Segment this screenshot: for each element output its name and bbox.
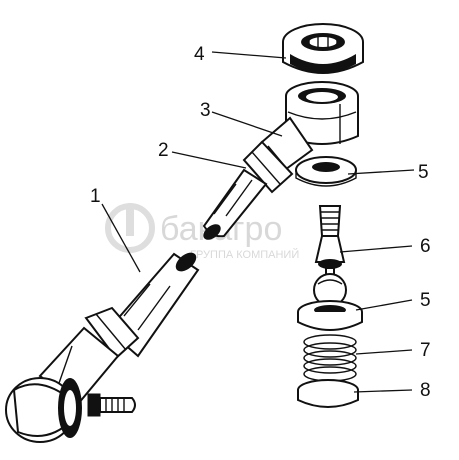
callout-3: 3 [200, 100, 211, 121]
callout-6: 6 [420, 236, 431, 257]
part-plug [297, 379, 359, 408]
part-end-cap [5, 377, 136, 443]
callout-5-upper: 5 [418, 162, 429, 183]
leader-6 [339, 245, 413, 253]
leader-lines [101, 51, 415, 393]
leader-8 [353, 389, 413, 393]
part-spring [303, 334, 357, 382]
callout-4: 4 [194, 44, 205, 65]
part-upper-tube [202, 140, 294, 240]
leader-5a [347, 169, 415, 175]
watermark: бакагро ГРУППА КОМПАНИЙ [105, 203, 299, 261]
threaded-stud [99, 397, 136, 413]
leader-3 [211, 111, 283, 137]
leader-5b [355, 299, 413, 311]
leader-4 [211, 51, 287, 59]
part-ball-pin [313, 205, 347, 307]
callout-2: 2 [158, 140, 169, 161]
callout-labels: 4 3 2 5 1 6 5 7 8 [90, 44, 431, 401]
part-washer-upper [295, 156, 357, 187]
callout-1: 1 [90, 186, 101, 207]
callout-7: 7 [420, 340, 431, 361]
leader-2 [171, 151, 247, 169]
part-lower-tube [38, 252, 200, 406]
watermark-tagline: ГРУППА КОМПАНИЙ [190, 248, 299, 261]
callout-5-lower: 5 [420, 290, 431, 311]
leader-7 [355, 349, 413, 355]
watermark-logo [105, 203, 155, 253]
part-bearing [282, 23, 364, 74]
callout-8: 8 [420, 380, 431, 401]
leader-1 [101, 203, 141, 273]
part-washer-lower [297, 300, 363, 331]
